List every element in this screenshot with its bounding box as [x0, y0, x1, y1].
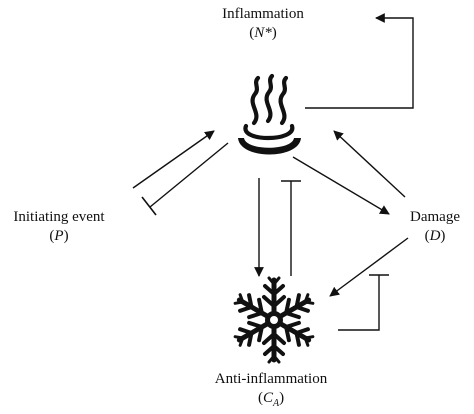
damage-symbol: (D) [396, 227, 474, 246]
edge-inflammation-inhibits-initiating [141, 142, 229, 216]
anti-paren-open: ( [257, 390, 263, 406]
damage-node-label: Damage (D) [396, 208, 474, 246]
edge-anti-inhibits-damage [338, 274, 389, 331]
edge-inflammation-to-damage-activation [292, 156, 390, 215]
anti-paren-close: ) [279, 390, 285, 406]
edge-initiating-to-inflammation-activation [132, 130, 215, 189]
edge-anti-inhibits-inflammation [281, 180, 301, 276]
initiating-paren-open: ( [49, 228, 55, 244]
initiating-event-node-label: Initiating event (P) [0, 208, 118, 246]
anti-symbol-subscript: A [272, 398, 280, 409]
inflammation-symbol-text: N* [254, 25, 272, 41]
edge-damage-to-anti-activation [329, 237, 409, 297]
inflammation-symbol: (N*) [198, 24, 328, 43]
inflammation-node-label: Inflammation (N*) [198, 5, 328, 43]
anti-inflammation-symbol: (CA) [196, 389, 346, 413]
initiating-event-label: Initiating event [13, 209, 105, 225]
damage-paren-open: ( [424, 228, 430, 244]
damage-symbol-text: D [429, 228, 441, 244]
damage-paren-close: ) [440, 228, 446, 244]
edge-inflammation-self-activation [305, 13, 414, 109]
initiating-paren-close: ) [63, 228, 69, 244]
snowflake-icon [233, 276, 316, 362]
anti-inflammation-label: Anti-inflammation [214, 371, 328, 387]
initiating-event-symbol: (P) [0, 227, 118, 246]
anti-inflammation-node-label: Anti-inflammation (CA) [196, 370, 346, 413]
anti-symbol-text: C [262, 390, 273, 406]
edge-damage-to-inflammation-activation [333, 130, 406, 198]
inflammation-label: Inflammation [222, 6, 304, 22]
initiating-symbol-text: P [54, 228, 64, 244]
inflammation-paren-close: ) [271, 25, 277, 41]
inflammation-paren-open: ( [249, 25, 255, 41]
hot-spring-flame-icon [238, 73, 301, 155]
damage-label: Damage [410, 209, 460, 225]
